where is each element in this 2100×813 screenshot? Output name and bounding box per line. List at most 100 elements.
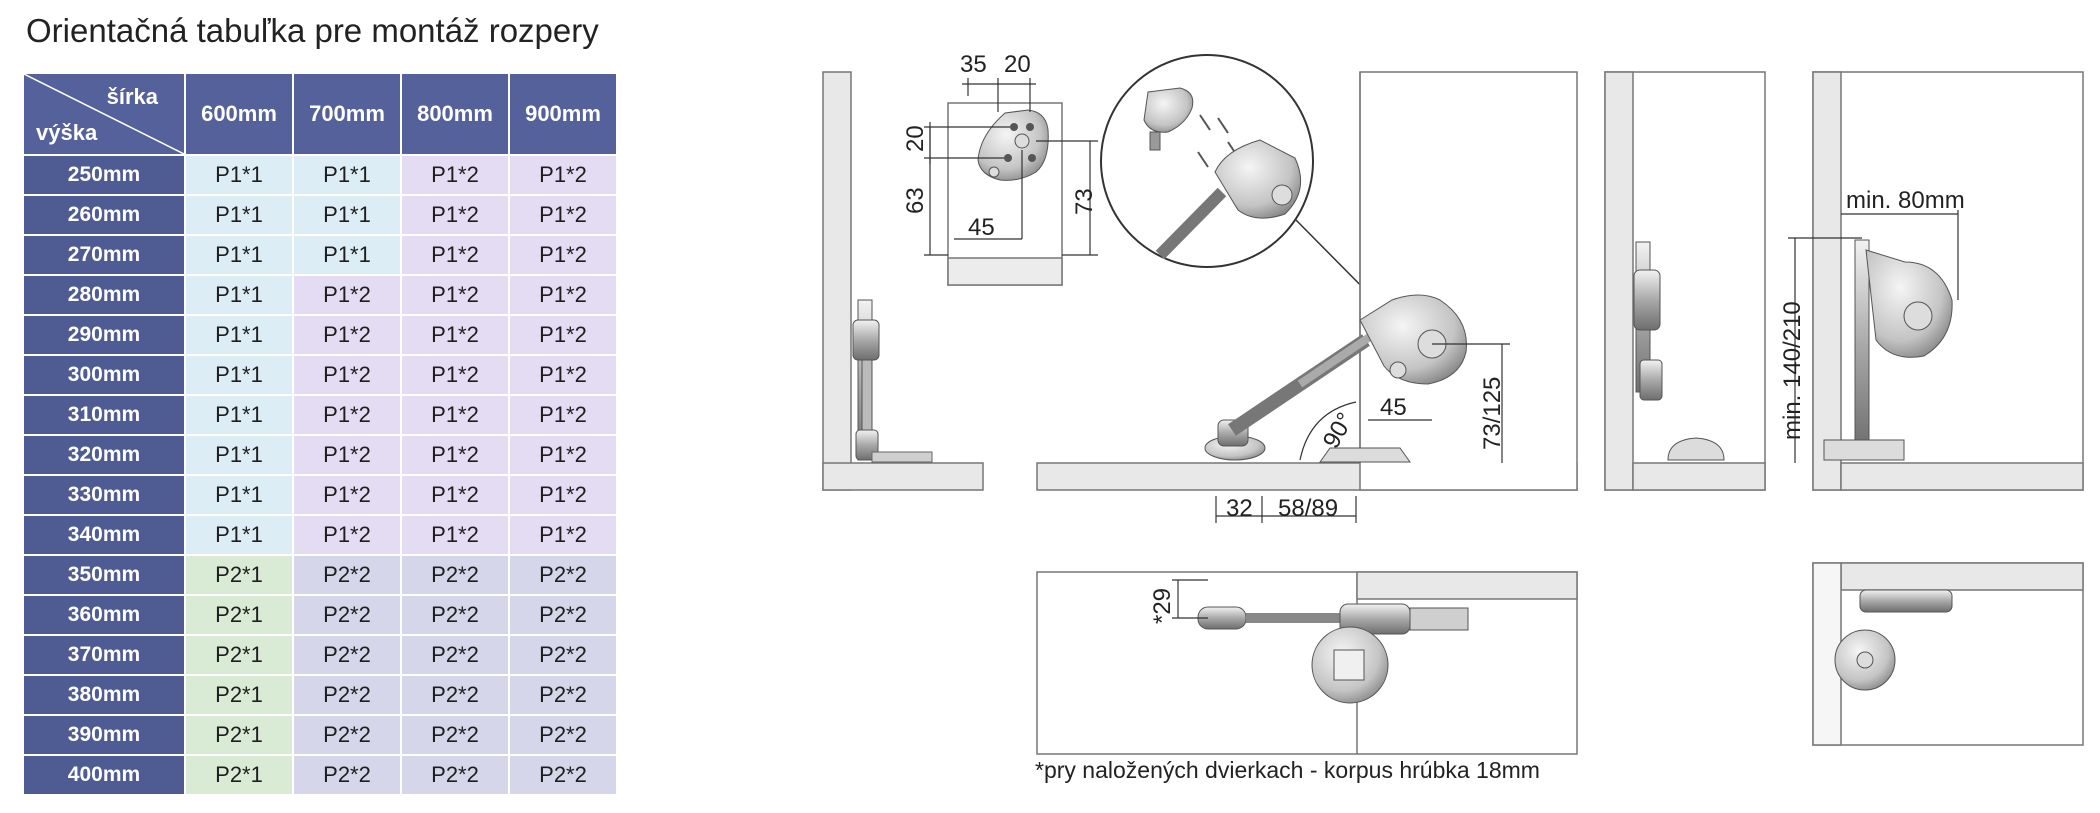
table-cell: P1*2	[508, 434, 618, 476]
table-cell: P1*2	[400, 194, 510, 236]
page-title: Orientačná tabuľka pre montáž rozpery	[26, 12, 599, 49]
width-label: šírka	[106, 84, 158, 109]
header-row: šírka výška 600mm 700mm 800mm 900mm	[22, 72, 618, 156]
table-cell: P2*2	[508, 594, 618, 636]
row-header: 380mm	[22, 674, 186, 716]
table-cell: P2*2	[292, 754, 402, 796]
dim-min-80: min. 80mm	[1846, 187, 1965, 214]
dim-20-left: 20	[902, 125, 929, 152]
table-cell: P1*1	[184, 354, 294, 396]
row-header: 360mm	[22, 594, 186, 636]
column-header: 700mm	[292, 72, 402, 156]
table-cell: P1*2	[400, 354, 510, 396]
table-cell: P1*2	[292, 314, 402, 356]
dim-58-89: 58/89	[1278, 495, 1338, 522]
table-cell: P1*2	[292, 474, 402, 516]
table-cell: P2*2	[292, 554, 402, 596]
row-header: 250mm	[22, 154, 186, 196]
row-header: 320mm	[22, 434, 186, 476]
table-cell: P1*2	[508, 514, 618, 556]
mounting-plate-drawing: 35 20 20 63 45 73	[902, 51, 1098, 286]
row-header: 350mm	[22, 554, 186, 596]
table-cell: P1*2	[508, 274, 618, 316]
table-cell: P1*1	[184, 154, 294, 196]
table-cell: P2*1	[184, 754, 294, 796]
dim-45-plate: 45	[968, 214, 995, 241]
table-cell: P2*2	[508, 554, 618, 596]
table-cell: P1*2	[400, 474, 510, 516]
corner-header: šírka výška	[22, 72, 186, 156]
side-view-panel-1	[822, 71, 984, 491]
table-cell: P1*2	[292, 514, 402, 556]
table-cell: P2*2	[508, 634, 618, 676]
table-cell: P2*2	[400, 594, 510, 636]
table-cell: P2*2	[292, 634, 402, 676]
table-cell: P1*1	[292, 194, 402, 236]
table-cell: P1*1	[184, 234, 294, 276]
table-cell: P1*2	[400, 154, 510, 196]
table-cell: P1*2	[508, 474, 618, 516]
table-cell: P1*2	[400, 314, 510, 356]
angle-90: 90°	[1318, 408, 1360, 453]
table-cell: P1*2	[400, 434, 510, 476]
height-label: výška	[36, 120, 98, 145]
row-header: 340mm	[22, 514, 186, 556]
corner-diagonal	[24, 74, 184, 154]
table-cell: P1*2	[508, 154, 618, 196]
dim-73: 73	[1071, 188, 1098, 215]
table-cell: P2*1	[184, 714, 294, 756]
spacer-mounting-table: šírka výška 600mm 700mm 800mm 900mm 250m…	[22, 72, 618, 796]
table-cell: P2*2	[400, 714, 510, 756]
row-header: 400mm	[22, 754, 186, 796]
table-cell: P1*2	[400, 514, 510, 556]
footnote: *pry naložených dvierkach - korpus hrúbk…	[1035, 757, 1540, 783]
table-cell: P1*1	[184, 274, 294, 316]
column-header: 800mm	[400, 72, 510, 156]
dim-63: 63	[902, 187, 929, 214]
table-cell: P2*2	[292, 714, 402, 756]
table-cell: P1*2	[292, 434, 402, 476]
table-cell: P2*1	[184, 674, 294, 716]
table-cell: P2*2	[292, 594, 402, 636]
dim-20-top: 20	[1004, 51, 1031, 78]
lid-stay-open	[1204, 294, 1467, 463]
table-cell: P2*2	[508, 754, 618, 796]
table-cell: P1*1	[292, 234, 402, 276]
table-cell: P1*2	[400, 234, 510, 276]
top-view-small	[1812, 562, 2084, 746]
dim-45-main: 45	[1380, 394, 1407, 421]
dim-min-140-210: min. 140/210	[1779, 301, 1806, 440]
table-cell: P1*1	[184, 474, 294, 516]
table-cell: P1*1	[292, 154, 402, 196]
dim-35: 35	[960, 51, 987, 78]
table-cell: P2*1	[184, 634, 294, 676]
table-cell: P1*2	[508, 354, 618, 396]
table-cell: P1*2	[400, 394, 510, 436]
table-cell: P2*1	[184, 594, 294, 636]
lid-stay-mechanism	[852, 299, 933, 463]
table-cell: P2*2	[508, 714, 618, 756]
table-cell: P1*2	[400, 274, 510, 316]
table-cell: P1*2	[508, 234, 618, 276]
column-header: 900mm	[508, 72, 618, 156]
row-header: 260mm	[22, 194, 186, 236]
table-cell: P2*2	[400, 634, 510, 676]
side-view-narrow	[1604, 71, 1766, 491]
table-cell: P1*2	[292, 274, 402, 316]
dim-star-29: *29	[1149, 588, 1176, 624]
